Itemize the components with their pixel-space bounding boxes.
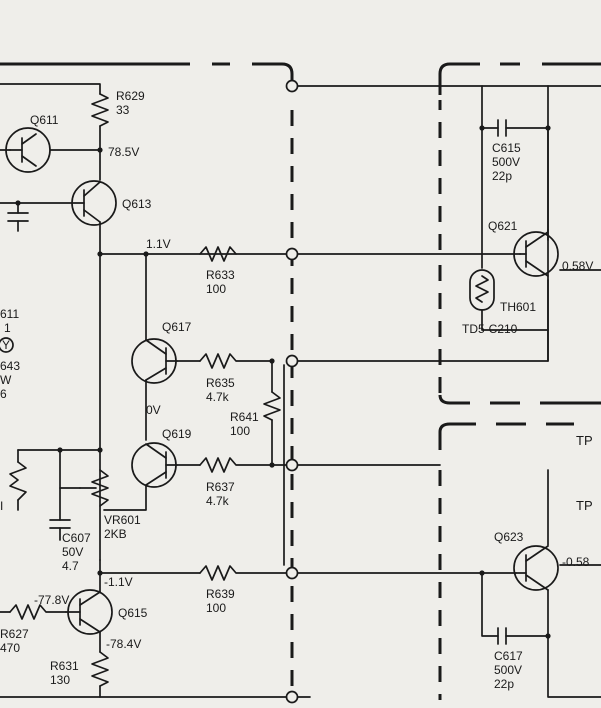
c615-label: C615 <box>492 141 521 155</box>
right-wiring <box>469 85 601 698</box>
junction-dots-right <box>479 125 551 639</box>
r635-value: 4.7k <box>206 390 230 404</box>
q623-label: Q623 <box>494 530 524 544</box>
q615-label: Q615 <box>118 606 148 620</box>
c617-label: C617 <box>494 649 523 663</box>
voltage-minus-0-58: -0.58 <box>562 555 590 569</box>
c607-value: 4.7 <box>62 559 79 573</box>
r627-label: R627 <box>0 627 29 641</box>
right-module-border-bottom <box>438 422 574 700</box>
q621-label: Q621 <box>488 219 518 233</box>
junction-dots-left <box>15 147 275 576</box>
q611-transistor <box>5 127 51 173</box>
q617-transistor <box>131 338 178 384</box>
label-fragment-w: W <box>0 373 12 387</box>
c607-label: C607 <box>62 531 91 545</box>
r641-value: 100 <box>230 424 250 438</box>
q621-transistor <box>513 231 559 277</box>
voltage-1-1v: 1.1V <box>146 237 171 251</box>
q623-transistor <box>513 545 559 591</box>
r627-value: 470 <box>0 641 20 655</box>
c617-value: 22p <box>494 677 514 691</box>
r633-label: R633 <box>206 268 235 282</box>
r629-label: R629 <box>116 89 145 103</box>
voltage-minus-1-1v: -1.1V <box>104 575 133 589</box>
left-module-border <box>0 62 294 690</box>
q619-transistor <box>131 442 178 488</box>
label-fragment-643: 643 <box>0 359 20 373</box>
r633-value: 100 <box>206 282 226 296</box>
voltage-minus-78-4v: -78.4V <box>106 637 141 651</box>
r629-value: 33 <box>116 103 130 117</box>
r635-label: R635 <box>206 376 235 390</box>
label-fragment-1: 1 <box>4 321 11 335</box>
r639-label: R639 <box>206 587 235 601</box>
c615-voltage: 500V <box>492 155 520 169</box>
q613-transistor <box>71 180 117 226</box>
voltage-0v: 0V <box>146 403 161 417</box>
r631-label: R631 <box>50 659 79 673</box>
r639-value: 100 <box>206 601 226 615</box>
vr601-value: 2KB <box>104 527 127 541</box>
c617-voltage: 500V <box>494 663 522 677</box>
r637-value: 4.7k <box>206 494 230 508</box>
component-labels: R629 33 Q611 78.5V Q613 1.1V R633 100 Q6… <box>0 89 593 691</box>
td5-label: TD5-C210 <box>462 322 518 336</box>
vr601-label: VR601 <box>104 513 141 527</box>
voltage-78-5v: 78.5V <box>108 145 139 159</box>
q619-label: Q619 <box>162 427 192 441</box>
c615-value: 22p <box>492 169 512 183</box>
label-fragment-611: 611 <box>0 307 19 321</box>
right-module-border-top <box>438 62 601 405</box>
r641-label: R641 <box>230 410 259 424</box>
q617-label: Q617 <box>162 320 192 334</box>
voltage-minus-77-8v: -77.8V <box>34 593 69 607</box>
q611-label: Q611 <box>30 113 59 127</box>
r637-label: R637 <box>206 480 235 494</box>
th601-label: TH601 <box>500 300 536 314</box>
q615-transistor <box>65 589 113 635</box>
voltage-0-58v: 0.58V <box>562 259 593 273</box>
test-point-1: TP <box>576 433 593 448</box>
label-fragment-i: I <box>0 499 3 513</box>
c607-voltage: 50V <box>62 545 83 559</box>
label-fragment-6: 6 <box>0 387 7 401</box>
label-fragment-y: Y <box>2 338 10 352</box>
test-point-2: TP <box>576 498 593 513</box>
q613-label: Q613 <box>122 197 152 211</box>
r631-value: 130 <box>50 673 70 687</box>
